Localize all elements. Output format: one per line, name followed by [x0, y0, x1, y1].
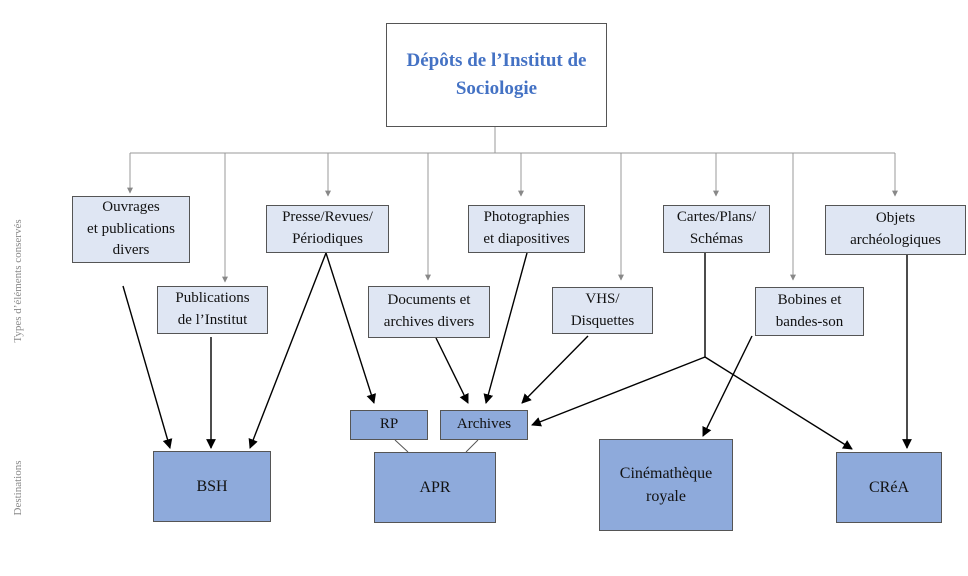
dest-label-archives: Archives: [456, 416, 512, 433]
connector-rp-apr: [394, 439, 409, 453]
dest-label-cinematheque: Cinémathèque royale: [619, 464, 713, 505]
type-label-documents: Documents et archives divers: [383, 292, 475, 330]
dest-label-bsh: BSH: [196, 477, 228, 495]
root-box: Dépôts de l’Institut de Sociologie: [386, 23, 607, 127]
type-label-objets: Objets archéologiques: [850, 210, 941, 248]
arrow-photographies-archives: [483, 252, 528, 404]
arrow-presse-rp: [325, 252, 376, 404]
type-box-bobines: Bobines et bandes-son: [755, 287, 864, 336]
root-label: Dépôts de l’Institut de Sociologie: [406, 50, 587, 99]
type-box-documents: Documents et archives divers: [368, 286, 490, 338]
distribution-connectors: [127, 127, 898, 283]
arrow-vhs-archives: [521, 335, 589, 404]
arrow-cartes-archives: [531, 356, 706, 427]
type-box-presse: Presse/Revues/ Périodiques: [266, 205, 389, 253]
type-label-publications: Publications de l’Institut: [175, 290, 250, 328]
dest-box-archives: Archives: [440, 410, 528, 440]
dest-box-bsh: BSH: [153, 451, 271, 522]
dest-box-cinematheque: Cinémathèque royale: [599, 439, 733, 531]
type-label-cartes: Cartes/Plans/ Schémas: [676, 209, 757, 247]
type-label-ouvrages: Ouvrages et publications divers: [87, 198, 175, 259]
apr-sub-connectors: [394, 439, 479, 453]
routing-arrows: [122, 252, 912, 450]
side-label-types: Types d’éléments conservés: [12, 219, 24, 343]
type-box-photographies: Photographies et diapositives: [468, 205, 585, 253]
type-label-bobines: Bobines et bandes-son: [775, 291, 844, 330]
dest-box-apr: APR: [374, 452, 496, 523]
arrow-cartes-crea: [704, 356, 853, 450]
dest-label-crea: CRéA: [869, 478, 909, 496]
arrow-presse-bsh: [248, 252, 327, 449]
type-box-vhs: VHS/ Disquettes: [552, 287, 653, 334]
type-box-publications: Publications de l’Institut: [157, 286, 268, 334]
type-label-vhs: VHS/ Disquettes: [570, 290, 635, 329]
dest-label-rp: RP: [379, 416, 399, 433]
connector-archives-apr: [465, 439, 479, 453]
arrow-bobines-cinematheque: [702, 335, 753, 437]
type-box-objets: Objets archéologiques: [825, 205, 966, 255]
dest-label-apr: APR: [419, 478, 451, 496]
dest-box-crea: CRéA: [836, 452, 942, 523]
type-box-cartes: Cartes/Plans/ Schémas: [663, 205, 770, 253]
arrow-ouvrages-bsh: [122, 285, 173, 449]
type-label-presse: Presse/Revues/ Périodiques: [282, 209, 373, 247]
type-label-photographies: Photographies et diapositives: [483, 209, 570, 247]
dest-box-rp: RP: [350, 410, 428, 440]
arrow-documents-archives: [435, 337, 469, 404]
side-label-destinations: Destinations: [12, 460, 24, 516]
type-box-ouvrages: Ouvrages et publications divers: [72, 196, 190, 263]
